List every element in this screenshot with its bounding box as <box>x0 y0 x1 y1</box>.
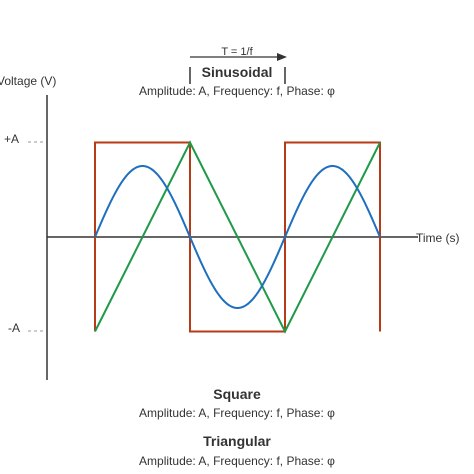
square-params: Amplitude: A, Frequency: f, Phase: φ <box>139 406 335 420</box>
sinusoidal-wave <box>94 165 381 309</box>
x-axis-label: Time (s) <box>416 231 460 245</box>
neg-amplitude-tick: -A <box>8 321 20 335</box>
triangular-wave <box>94 140 381 334</box>
y-axis-label: Voltage (V) <box>0 74 57 88</box>
pos-amplitude-tick: +A <box>4 132 20 146</box>
sinusoidal-title: Sinusoidal <box>201 64 273 80</box>
sinusoidal-params: Amplitude: A, Frequency: f, Phase: φ <box>139 84 335 98</box>
square-title: Square <box>213 386 261 402</box>
triangular-title: Triangular <box>203 433 271 449</box>
triangular-params: Amplitude: A, Frequency: f, Phase: φ <box>139 454 335 468</box>
square-wave <box>94 141 381 333</box>
period-label: T = 1/f <box>221 46 253 58</box>
period-arrow-head <box>277 53 287 61</box>
